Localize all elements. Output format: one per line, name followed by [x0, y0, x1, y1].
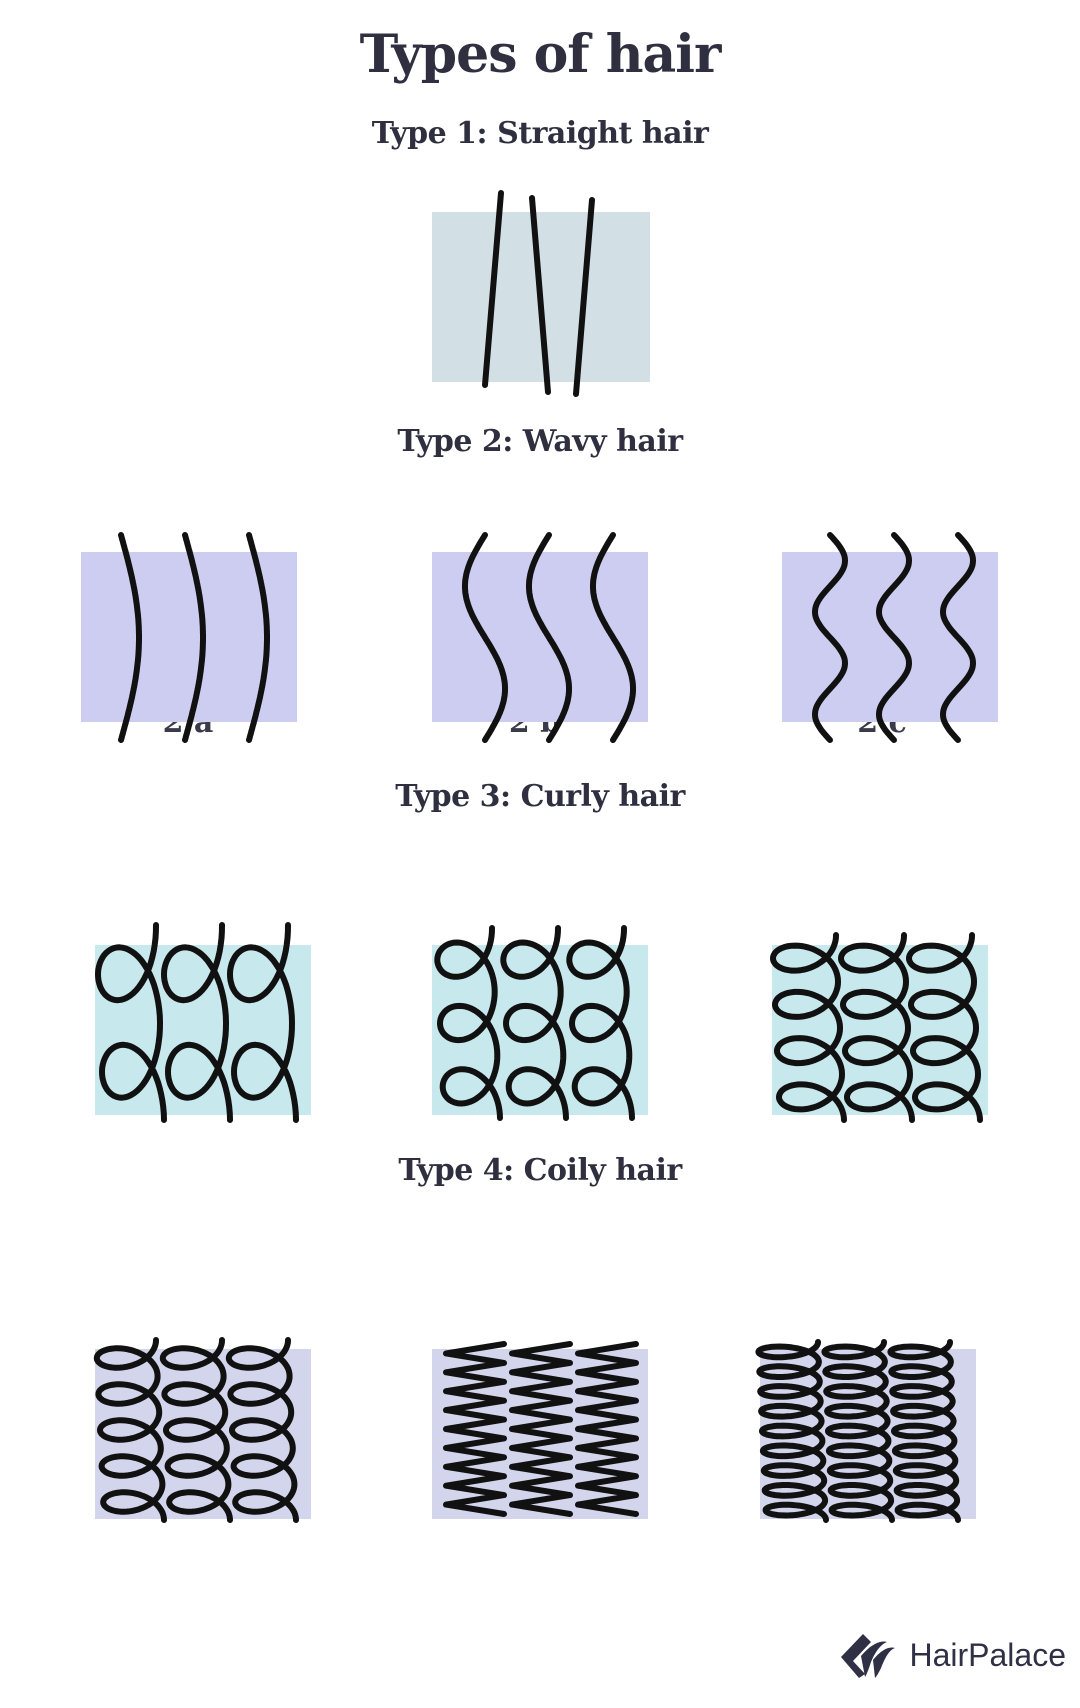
curly-strand-3b — [500, 925, 569, 1121]
curly-strand-3a — [95, 922, 167, 1123]
curly-strand-3a — [161, 922, 233, 1123]
coily-strand-4b — [509, 1341, 573, 1517]
section-heading-type-1: Type 1: Straight hair — [371, 116, 709, 151]
coily-strand-4a — [93, 1337, 167, 1523]
curly-strand-3c — [838, 932, 915, 1123]
curly-strand-3b — [434, 925, 503, 1121]
brand-logo: HairPalace — [837, 1630, 1066, 1680]
wavy-strand-2b — [462, 532, 508, 743]
coily-strand-4c — [821, 1339, 895, 1523]
straight-strand — [529, 195, 551, 395]
section-heading-type-2: Type 2: Wavy hair — [397, 424, 683, 459]
page-title: Types of hair — [359, 24, 722, 85]
coily-strand-4c — [887, 1339, 961, 1523]
straight-strand — [573, 197, 595, 397]
wavy-strand-2a — [182, 532, 206, 743]
section-heading-type-3: Type 3: Curly hair — [395, 779, 685, 814]
coily-strand-4b — [443, 1341, 507, 1517]
wavy-strand-2c — [940, 532, 976, 743]
coily-strand-4c — [755, 1339, 829, 1523]
wavy-strand-2a — [118, 532, 142, 743]
curly-strand-3b — [566, 925, 635, 1121]
curly-strand-3c — [906, 932, 983, 1123]
curly-strand-3c — [770, 932, 847, 1123]
curly-strand-3a — [227, 922, 299, 1123]
hairpalace-logo-icon — [841, 1634, 896, 1678]
wavy-strand-2a — [246, 532, 270, 743]
section-heading-type-4: Type 4: Coily hair — [398, 1153, 682, 1188]
coily-strand-4a — [225, 1337, 299, 1523]
brand-name: HairPalace — [909, 1636, 1066, 1673]
wavy-strand-2b — [590, 532, 636, 743]
coily-strand-4a — [159, 1337, 233, 1523]
wavy-strand-2c — [876, 532, 912, 743]
straight-strand — [482, 190, 504, 388]
wavy-strand-2c — [812, 532, 848, 743]
wavy-strand-2b — [526, 532, 572, 743]
coily-strand-4b — [575, 1341, 639, 1517]
